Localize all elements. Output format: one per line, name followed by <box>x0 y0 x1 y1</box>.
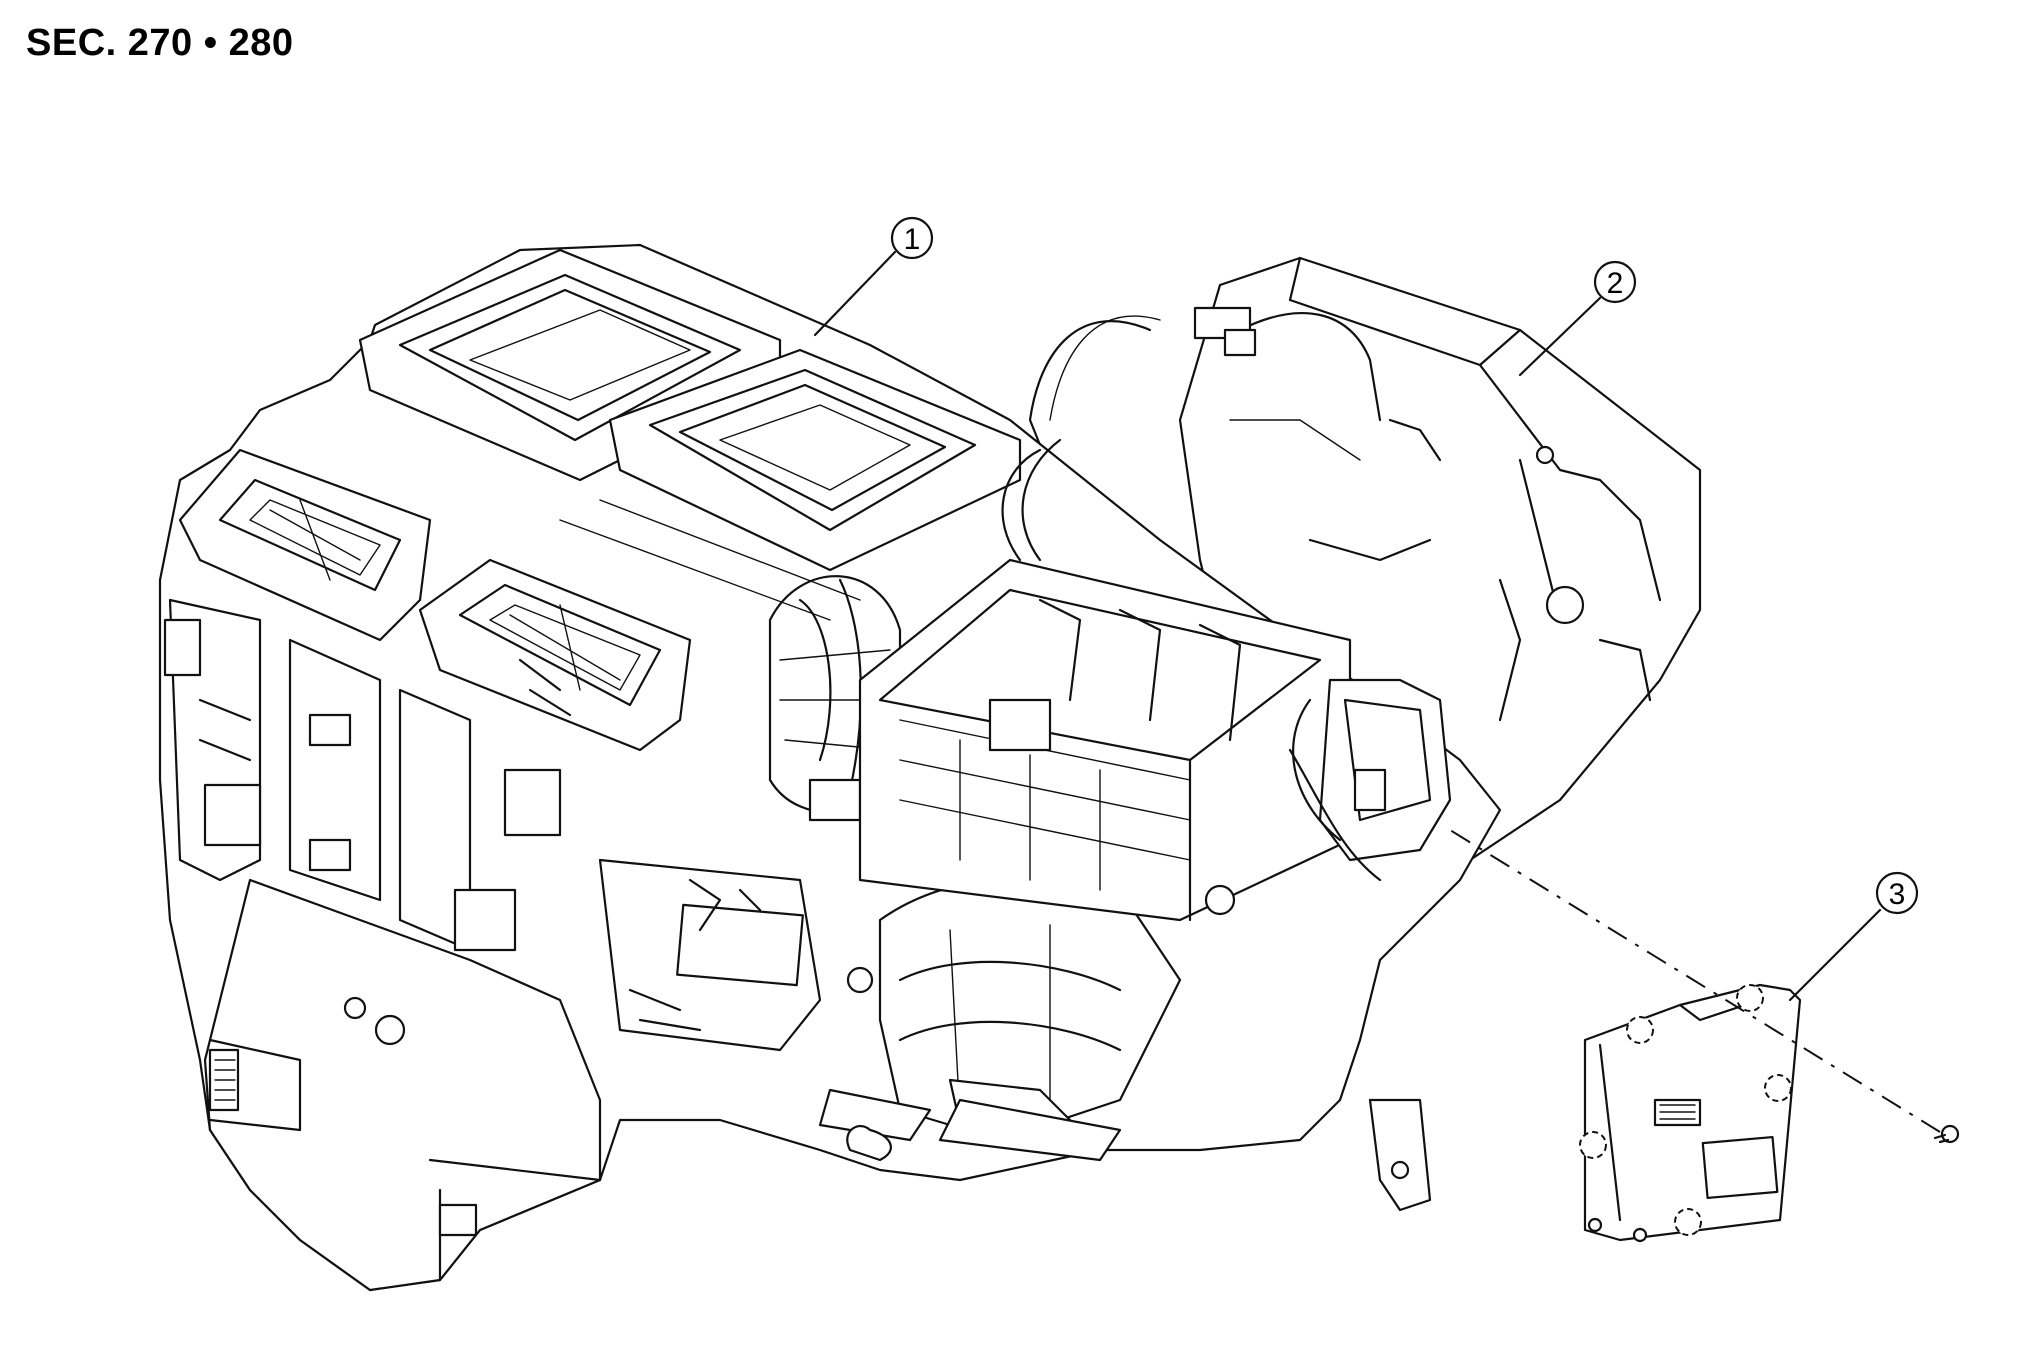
part-3-control-module <box>1579 983 1802 1243</box>
section-title: SEC. 270 • 280 <box>26 22 294 64</box>
callout-3-label: 3 <box>1889 878 1906 911</box>
callout-2: 2 <box>1518 260 1637 377</box>
callout-1: 1 <box>813 216 934 337</box>
callout-2-label: 2 <box>1607 267 1624 300</box>
part-1-hvac-unit <box>158 243 1502 1292</box>
screw <box>1933 1124 1960 1144</box>
callout-3: 3 <box>1788 871 1919 1002</box>
callout-1-label: 1 <box>904 223 921 256</box>
assembly-line <box>1449 829 1941 1133</box>
